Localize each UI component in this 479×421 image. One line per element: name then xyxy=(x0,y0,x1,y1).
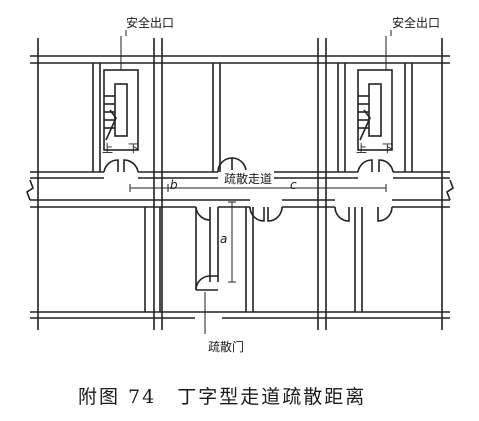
label-dim-b: b xyxy=(170,178,178,192)
label-dim-a: a xyxy=(220,232,228,246)
label-stair-right-up: 上 xyxy=(356,142,367,155)
label-dim-c: c xyxy=(290,178,297,192)
stairwell-left xyxy=(103,69,139,151)
door-swing xyxy=(103,159,119,173)
label-corridor: 疏散走道 xyxy=(222,170,275,187)
label-exit-right: 安全出口 xyxy=(392,16,441,30)
label-exit-left: 安全出口 xyxy=(126,16,175,30)
stairwell-right xyxy=(357,69,393,151)
label-stair-left-up: 上 xyxy=(102,142,113,155)
evacuation-door-swing xyxy=(195,275,218,291)
label-stair-left-down: 下 xyxy=(128,142,139,155)
figure-caption: 附图 74 丁字型走道疏散距离 xyxy=(78,386,367,408)
label-evacuation-door: 疏散门 xyxy=(208,340,245,354)
label-stair-right-down: 下 xyxy=(382,142,393,155)
